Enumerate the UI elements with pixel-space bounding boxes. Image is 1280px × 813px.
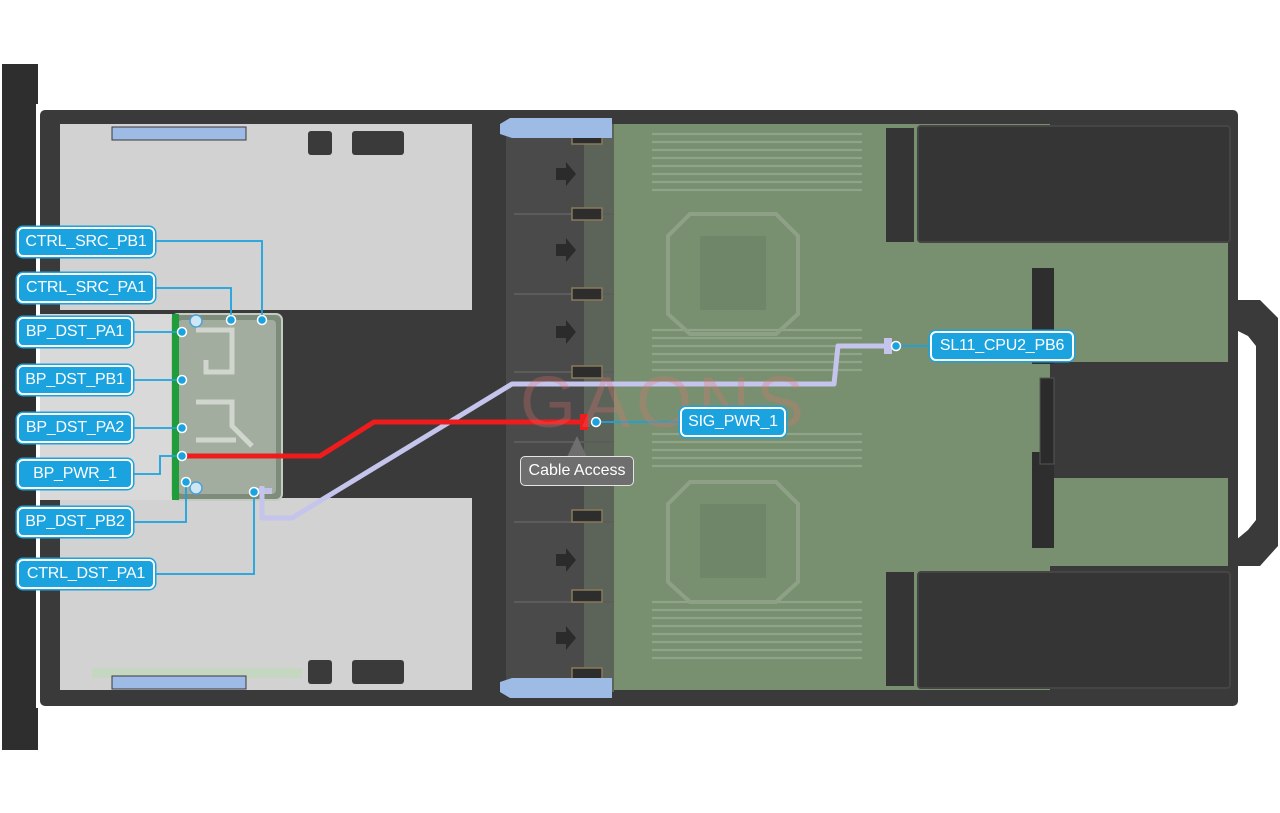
backplane-traces (196, 327, 254, 448)
callout-bp-dst-pb1: BP_DST_PB1 (17, 365, 133, 395)
front-bezel (2, 64, 38, 750)
callout-bp-dst-pa2: BP_DST_PA2 (17, 413, 133, 443)
cable-access-tooltip: Cable Access (520, 456, 634, 486)
callout-bp-dst-pa1: BP_DST_PA1 (17, 317, 133, 347)
drive-bay-lower-slot-small (308, 660, 332, 684)
riser-upper (886, 128, 914, 242)
cpu-socket-lower (666, 480, 800, 604)
backplane-board-overlay (178, 320, 276, 494)
signal-cable (259, 343, 888, 521)
riser-lower (886, 572, 914, 686)
callout-bp-dst-pb2: BP_DST_PB2 (17, 507, 133, 537)
backplane-screw-bottom (189, 481, 203, 495)
backplane-screw-top (189, 314, 203, 328)
cpu-socket-lower-core (700, 504, 766, 578)
callout-ctrl-src-pb1: CTRL_SRC_PB1 (17, 227, 155, 257)
callout-leaders (132, 240, 932, 575)
rear-slot-lower (1032, 452, 1054, 548)
cpu-socket-upper (666, 212, 800, 336)
power-cable (180, 419, 584, 459)
drive-bay-upper-slot-small (308, 131, 332, 155)
callout-sig-pwr-1: SIG_PWR_1 (680, 407, 786, 437)
airflow-arrows (556, 162, 576, 650)
psu-upper (917, 125, 1231, 243)
drive-bay-lower-strip (92, 668, 302, 678)
rear-slot-middle (1039, 377, 1055, 465)
rear-handle (1236, 300, 1278, 566)
motherboard (614, 124, 1228, 690)
psu-lower (917, 571, 1231, 689)
backplane-connector-strip (172, 314, 179, 500)
signal-cable-connector (884, 338, 892, 354)
dimm-slots-lower (652, 600, 862, 660)
callout-sl11-cpu2-pb6: SL11_CPU2_PB6 (930, 331, 1074, 361)
callout-bp-pwr-1: BP_PWR_1 (17, 459, 133, 489)
cpu-socket-upper-core (700, 236, 766, 310)
front-bezel-edge (36, 104, 42, 708)
drive-bay-upper-rail (111, 126, 247, 141)
drive-bay-upper-slot-large (352, 131, 404, 155)
cable-access-tooltip-pointer (567, 436, 587, 457)
callout-anchors (176, 314, 902, 498)
callout-ctrl-dst-pa1: CTRL_DST_PA1 (17, 559, 155, 589)
drive-bay-lower-slot-large (352, 660, 404, 684)
drive-bay-lower-rail (111, 675, 247, 690)
backplane-port-ctrl-dst (256, 488, 272, 494)
fan-bay-bracket-top (500, 118, 612, 138)
callout-ctrl-src-pa1: CTRL_SRC_PA1 (17, 273, 155, 303)
power-cable-connector (580, 414, 588, 430)
dimm-slots-upper (652, 132, 862, 192)
motherboard-right-gap (1050, 362, 1228, 478)
fan-bay-bracket-bottom (500, 678, 612, 698)
